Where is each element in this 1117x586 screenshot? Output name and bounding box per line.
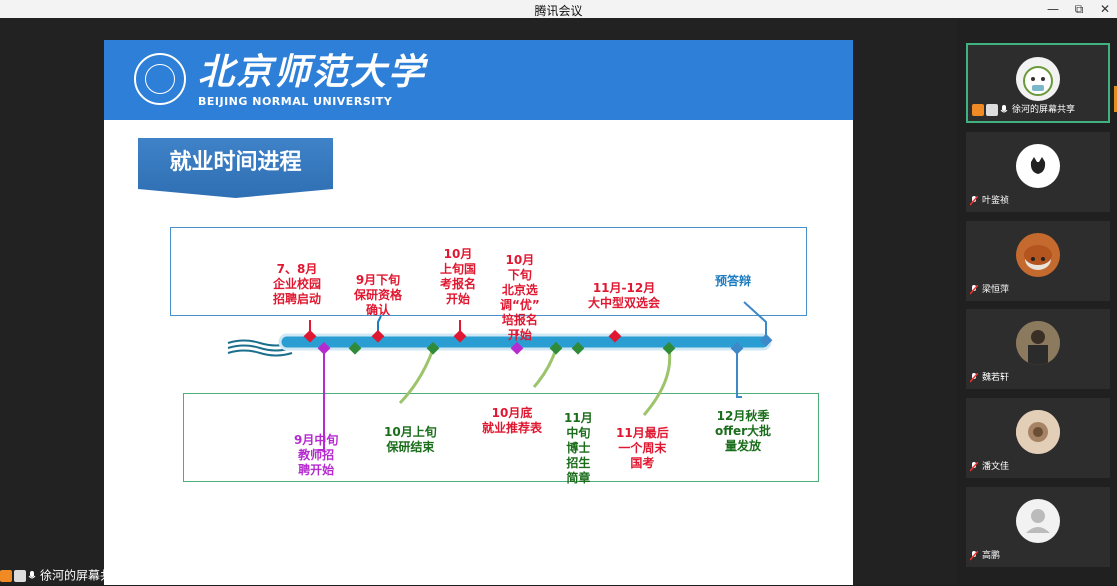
participant-tile[interactable]: 潘文佳 <box>966 398 1110 478</box>
event-teacher-recruitment: 9月中旬教师招聘开始 <box>294 433 339 477</box>
event-recommendation-form: 10月底就业推荐表 <box>482 406 543 435</box>
default-user-icon <box>1016 499 1060 543</box>
slide-header: 北京师范大学 BEIJING NORMAL UNIVERSITY <box>104 40 853 120</box>
muted-microphone-icon[interactable] <box>970 550 978 561</box>
participant-tile[interactable]: 叶鉴祯 <box>966 132 1110 212</box>
host-icon <box>0 569 12 582</box>
lower-events-box <box>183 393 819 482</box>
participant-panel: 徐河的屏幕共享 叶鉴祯 梁恒萍 魏若轩 潘文佳 高鹏 <box>957 18 1117 585</box>
screen-share-badge: 徐河的屏幕共享 <box>0 565 124 585</box>
participant-tile[interactable]: 梁恒萍 <box>966 221 1110 301</box>
cartoon-avatar-icon <box>1016 57 1060 101</box>
event-postgrad-qualification: 9月下旬保研资格确认 <box>354 273 403 317</box>
participant-tile[interactable]: 徐河的屏幕共享 <box>966 43 1110 123</box>
participant-label: 叶鉴祯 <box>970 194 1009 209</box>
shared-screen-area: 北京师范大学 BEIJING NORMAL UNIVERSITY 就业时间进程 <box>0 18 957 585</box>
close-button[interactable]: ✕ <box>1099 2 1111 16</box>
microphone-icon[interactable] <box>1000 104 1008 115</box>
muted-microphone-icon[interactable] <box>970 461 978 472</box>
microphone-icon[interactable] <box>28 570 36 581</box>
window-title: 腾讯会议 <box>534 4 583 18</box>
participant-label: 梁恒萍 <box>970 283 1009 298</box>
event-pre-defense: 预答辩 <box>715 274 752 288</box>
screen-share-icon <box>14 569 26 582</box>
university-name-en: BEIJING NORMAL UNIVERSITY <box>198 95 393 108</box>
muted-microphone-icon[interactable] <box>970 372 978 383</box>
minimize-button[interactable]: — <box>1047 2 1059 16</box>
scrollbar-indicator[interactable] <box>1114 86 1117 112</box>
event-postgrad-end: 10月上旬保研结束 <box>384 425 437 454</box>
participant-tile[interactable]: 魏若轩 <box>966 309 1110 389</box>
university-seal-icon <box>134 53 186 105</box>
event-beijing-selection: 10月下旬北京选调“优”培报名开始 <box>500 253 540 342</box>
presentation-slide: 北京师范大学 BEIJING NORMAL UNIVERSITY 就业时间进程 <box>104 40 853 585</box>
event-campus-recruitment: 7、8月企业校园招聘启动 <box>273 262 322 306</box>
upper-events-box <box>170 227 807 316</box>
cat-avatar-icon <box>1016 144 1060 188</box>
host-icon <box>972 103 984 116</box>
share-label: 徐河的屏幕共享 <box>40 568 125 583</box>
muted-microphone-icon[interactable] <box>970 195 978 206</box>
red-panda-avatar-icon <box>1016 233 1060 277</box>
event-job-fair: 11月-12月大中型双选会 <box>588 281 661 310</box>
event-national-exam: 11月最后一个周末国考 <box>616 426 669 470</box>
participant-label: 高鹏 <box>970 549 1000 564</box>
title-bar: 腾讯会议 — ⧉ ✕ <box>0 0 1117 18</box>
participant-label: 徐河的屏幕共享 <box>972 103 1075 118</box>
photo-avatar-icon <box>1016 321 1060 365</box>
participant-tile[interactable]: 高鹏 <box>966 487 1110 567</box>
slide-title: 就业时间进程 <box>169 150 302 175</box>
event-phd-admission: 11月中旬博士招生简章 <box>564 411 593 485</box>
participant-label: 潘文佳 <box>970 460 1009 475</box>
photo-avatar-icon <box>1016 410 1060 454</box>
participant-label: 魏若轩 <box>970 371 1009 386</box>
restore-button[interactable]: ⧉ <box>1074 2 1084 16</box>
event-civil-exam-registration: 10月上旬国考报名开始 <box>440 247 477 306</box>
timeline-graphic <box>227 301 773 451</box>
slide-title-banner: 就业时间进程 <box>138 138 333 198</box>
university-name-cn: 北京师范大学 <box>198 51 427 93</box>
screen-share-icon <box>986 103 998 116</box>
muted-microphone-icon[interactable] <box>970 284 978 295</box>
